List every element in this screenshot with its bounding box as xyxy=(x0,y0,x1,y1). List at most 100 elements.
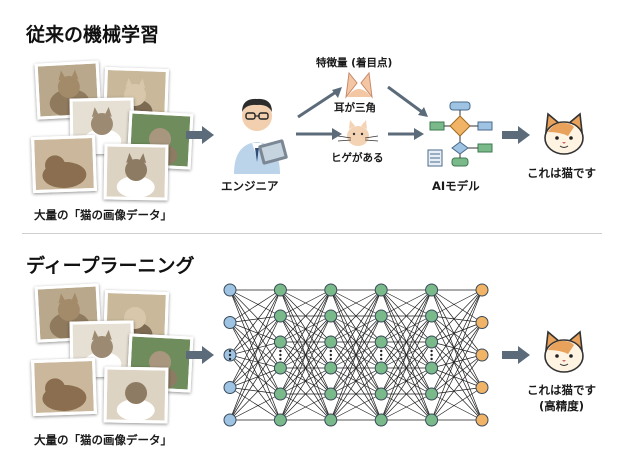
network-connection xyxy=(431,289,483,395)
network-connection xyxy=(380,367,432,421)
network-node xyxy=(273,335,287,349)
network-connection xyxy=(380,289,432,395)
network-node xyxy=(223,413,237,427)
arrow-right-icon xyxy=(296,128,342,140)
network-node xyxy=(374,335,388,349)
network-node xyxy=(223,316,237,329)
cat-face-icon xyxy=(544,330,584,373)
network-connection xyxy=(229,322,281,343)
section-divider xyxy=(22,233,602,234)
network-connection xyxy=(330,393,382,421)
network-node xyxy=(223,381,237,394)
cat-ears-icon xyxy=(345,71,373,99)
cat-photo-stack xyxy=(31,283,194,424)
network-connection xyxy=(229,354,281,369)
network-connection xyxy=(280,289,332,395)
ellipsis-dot xyxy=(329,357,332,361)
features-label: 特徴量 (着目点) xyxy=(316,57,393,69)
network-connection xyxy=(431,289,483,388)
network-connection xyxy=(330,341,382,421)
cat-whiskers-icon xyxy=(338,120,378,146)
network-node xyxy=(324,335,338,349)
arrow-right-icon xyxy=(186,126,214,144)
network-node xyxy=(324,413,338,427)
network-connection xyxy=(431,354,483,369)
network-connection xyxy=(229,354,281,421)
network-connection xyxy=(229,387,281,421)
network-connection xyxy=(381,393,432,421)
network-connection xyxy=(381,289,432,317)
network-connection xyxy=(229,387,281,395)
deep-learning-data-label: 大量の「猫の画像データ」 xyxy=(34,433,172,447)
network-connection xyxy=(330,367,382,421)
network-connection xyxy=(431,315,483,323)
network-node xyxy=(425,335,439,349)
network-node xyxy=(425,361,439,375)
network-connection xyxy=(229,289,281,323)
network-connection xyxy=(431,387,483,395)
network-connection xyxy=(229,289,281,343)
network-connection xyxy=(431,289,483,369)
network-connection xyxy=(330,289,382,317)
network-connection xyxy=(330,289,382,421)
network-connection xyxy=(229,289,281,388)
deep-learning-title: ディープラーニング xyxy=(26,255,195,277)
engineer-icon xyxy=(234,98,288,174)
network-connection xyxy=(229,341,281,388)
network-connection xyxy=(229,354,281,395)
network-node xyxy=(324,387,338,401)
network-node xyxy=(475,283,489,297)
network-connection xyxy=(280,367,332,421)
cat-photo xyxy=(31,134,97,194)
network-connection xyxy=(431,393,483,421)
network-connection xyxy=(431,322,483,421)
cat-photo-stack xyxy=(31,60,194,201)
network-node xyxy=(425,309,439,323)
network-connection xyxy=(431,315,483,388)
network-node xyxy=(374,361,388,375)
network-connection xyxy=(431,289,483,317)
network-connection xyxy=(431,289,483,323)
network-connection xyxy=(431,367,483,388)
network-connection xyxy=(280,315,332,421)
deep-learning-result-sublabel: (高精度) xyxy=(539,399,585,413)
ellipsis-dot xyxy=(329,349,332,353)
network-connection xyxy=(431,315,483,356)
network-node xyxy=(374,413,388,427)
network-connection xyxy=(280,393,331,421)
network-connection xyxy=(380,289,432,369)
network-node xyxy=(475,381,489,394)
network-connection xyxy=(431,322,483,395)
network-connection xyxy=(280,289,332,421)
arrow-right-icon xyxy=(502,126,530,144)
network-node xyxy=(324,283,338,297)
network-node xyxy=(374,283,388,297)
ellipsis-dot xyxy=(228,349,232,353)
network-connection xyxy=(431,322,483,369)
network-connection xyxy=(380,315,432,421)
arrow-right-icon xyxy=(502,346,530,364)
traditional-ml-title: 従来の機械学習 xyxy=(26,24,160,46)
engineer-label: エンジニア xyxy=(221,179,279,193)
network-connection xyxy=(380,289,432,421)
ellipsis-dot xyxy=(279,353,282,357)
ai-model-flowchart-icon xyxy=(427,101,493,167)
network-connection xyxy=(229,322,281,395)
network-node xyxy=(223,283,237,297)
network-connection xyxy=(380,341,432,421)
ellipsis-dot xyxy=(279,349,282,353)
network-connection xyxy=(330,315,382,421)
network-connection xyxy=(431,322,483,343)
network-connection xyxy=(229,322,281,369)
network-connection xyxy=(431,315,483,421)
network-connection xyxy=(380,289,432,343)
network-node xyxy=(324,309,338,323)
network-connection xyxy=(229,367,281,388)
network-node xyxy=(273,413,287,427)
ellipsis-dot xyxy=(430,349,433,353)
ellipsis-dot xyxy=(228,353,232,357)
ellipsis-dot xyxy=(380,353,383,357)
cat-photo xyxy=(103,143,169,201)
ai-model-label: AIモデル xyxy=(432,179,480,193)
network-connection xyxy=(431,354,483,395)
